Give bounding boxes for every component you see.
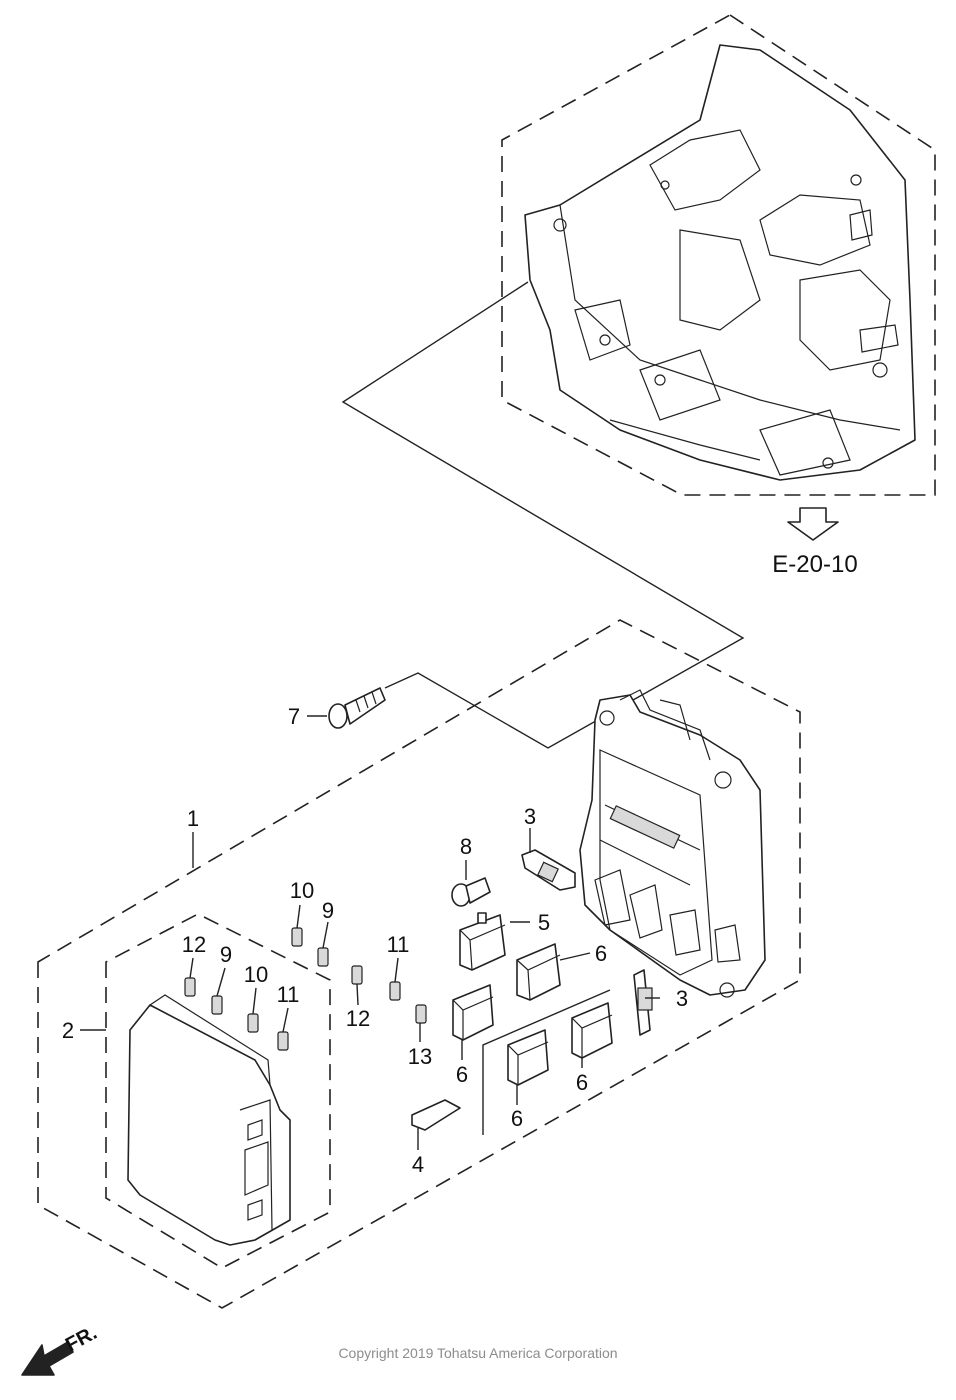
fuse-puller-drawing	[411, 1099, 461, 1131]
relay-6d-drawing	[571, 1002, 613, 1059]
callout-4: 4	[412, 1152, 424, 1177]
callout-9-right: 9	[322, 898, 334, 923]
callout-10-right: 10	[290, 878, 314, 903]
relay-6a-drawing	[516, 943, 561, 1001]
reference-label: E-20-10	[772, 551, 857, 578]
callout-3-right: 3	[676, 986, 688, 1011]
fuses-drawing	[184, 927, 427, 1051]
bracket-group-boundary	[501, 14, 936, 496]
callout-1: 1	[187, 806, 199, 831]
cover-group-boundary	[105, 913, 331, 1269]
callout-13: 13	[408, 1044, 432, 1069]
collar-drawing	[451, 877, 491, 907]
callout-12-left: 12	[182, 932, 206, 957]
front-direction-indicator: FR.	[21, 1322, 101, 1376]
screw-drawing	[328, 687, 386, 729]
clip-upper-drawing	[521, 849, 576, 891]
callout-leaders	[80, 715, 660, 1150]
fuse-block-drawing	[579, 689, 766, 998]
relay-subgroup-line	[482, 989, 611, 1135]
callout-10-left: 10	[244, 962, 268, 987]
bracket-drawing	[524, 44, 916, 481]
callout-9-left: 9	[220, 942, 232, 967]
bracket-leader-line	[341, 281, 745, 749]
relay-6b-drawing	[452, 984, 494, 1041]
front-arrow-icon	[21, 1341, 74, 1376]
callout-3-upper: 3	[524, 804, 536, 829]
bracket-assembly-group: E-20-10	[501, 14, 936, 578]
copyright-text: Copyright 2019 Tohatsu America Corporati…	[338, 1345, 617, 1361]
callout-6a: 6	[595, 941, 607, 966]
callout-12-right: 12	[346, 1006, 370, 1031]
callout-5: 5	[538, 910, 550, 935]
callout-6b: 6	[456, 1062, 468, 1087]
callout-7: 7	[288, 704, 300, 729]
fuse-box-assembly-group: 1 2 3 3 4 5 6 6 6 6 7 8 9 9 10 10 11 11 …	[37, 619, 801, 1309]
main-group-boundary	[37, 619, 801, 1309]
callout-8: 8	[460, 834, 472, 859]
callout-2: 2	[62, 1018, 74, 1043]
clip-right-drawing	[633, 969, 653, 1036]
callout-6d: 6	[576, 1070, 588, 1095]
callout-6c: 6	[511, 1106, 523, 1131]
callout-11-right: 11	[387, 932, 410, 957]
cover-drawing	[127, 994, 291, 1246]
callout-11-left: 11	[277, 982, 300, 1007]
relay-5-drawing	[459, 912, 506, 971]
relay-6c-drawing	[507, 1029, 549, 1086]
reference-arrow-icon	[787, 507, 839, 541]
